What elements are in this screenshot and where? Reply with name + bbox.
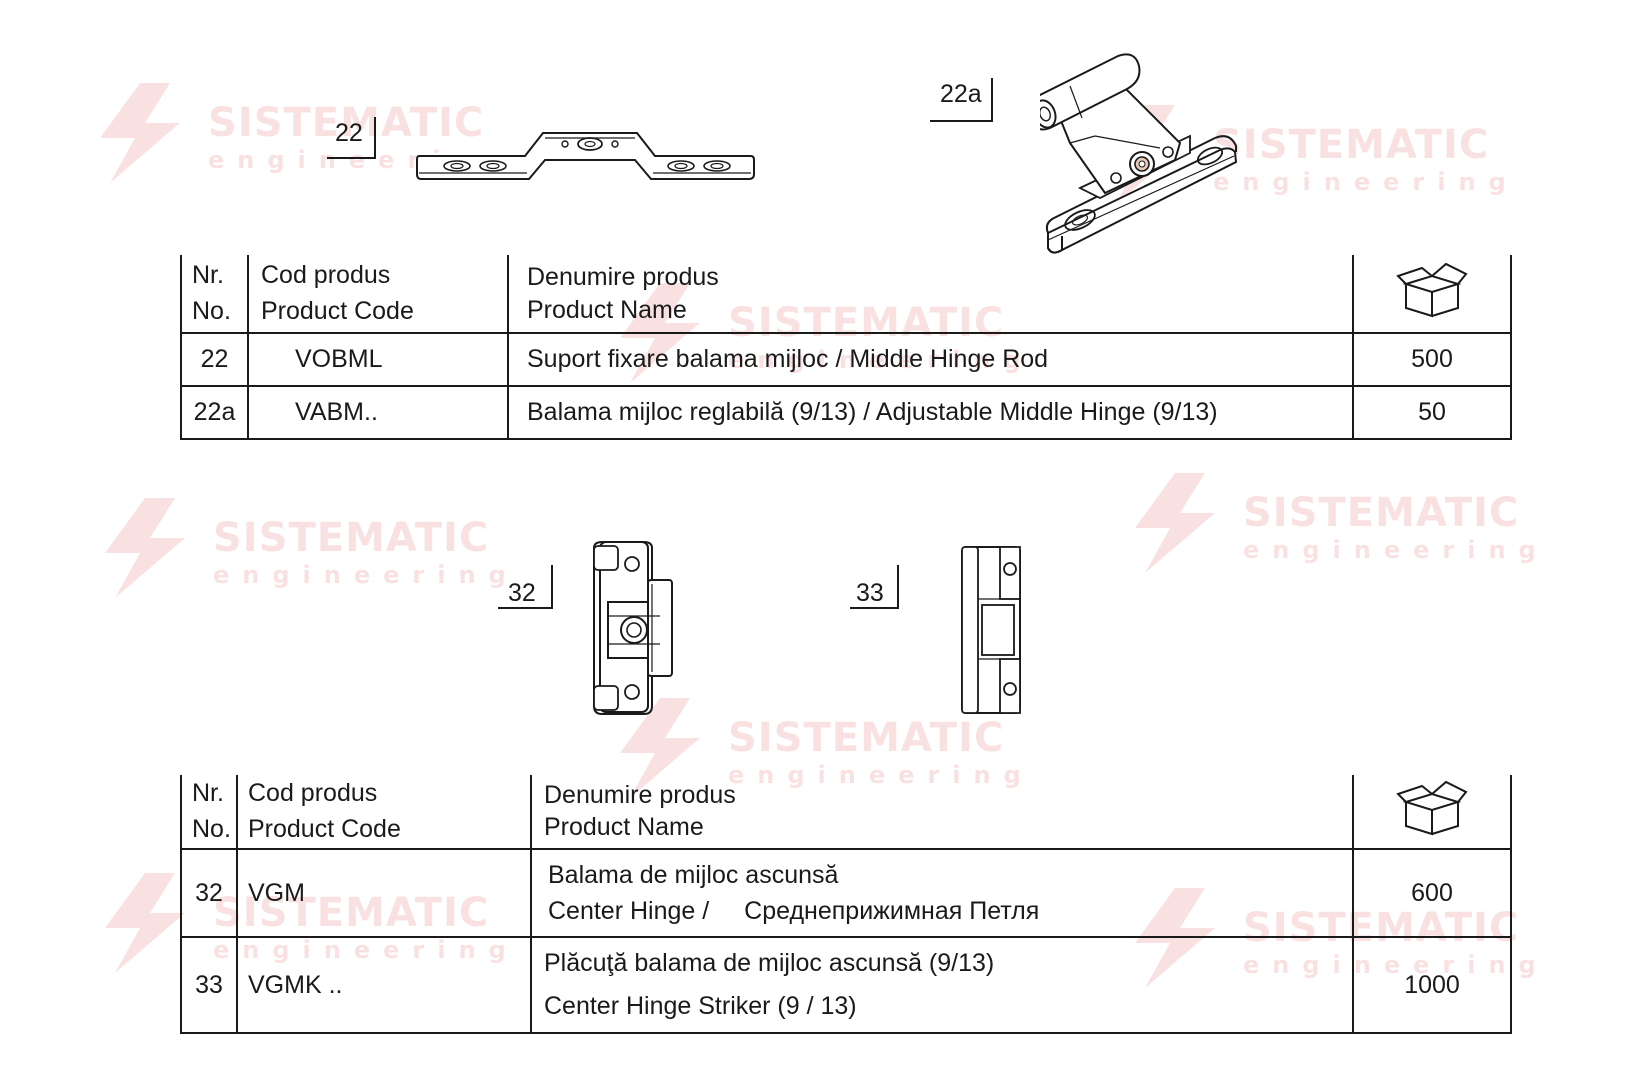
table-header: Nr. No. Cod produs Product Code Denumire…	[180, 775, 1512, 849]
header-name: Denumire produs Product Name	[530, 775, 1354, 849]
watermark-logo-icon	[105, 498, 185, 598]
center-hinge-drawing	[593, 541, 673, 715]
header-code: Cod produs Product Code	[247, 255, 509, 333]
watermark-logo-icon	[1135, 473, 1215, 573]
table-row: 33 VGMK .. Plăcuţă balama de mijloc ascu…	[180, 936, 1512, 1034]
table-row: 22a VABM.. Balama mijloc reglabilă (9/13…	[180, 385, 1512, 440]
adjustable-middle-hinge-drawing	[1040, 53, 1238, 254]
center-hinge-striker-drawing	[961, 546, 1021, 714]
header-code: Cod produs Product Code	[236, 775, 532, 849]
header-quantity	[1352, 775, 1512, 849]
header-nr: Nr. No.	[180, 775, 238, 849]
table-row: 32 VGM Balama de mijloc ascunsă Center H…	[180, 848, 1512, 938]
table-row: 22 VOBML Suport fixare balama mijloc / M…	[180, 332, 1512, 387]
product-table-2: Nr. No. Cod produs Product Code Denumire…	[180, 775, 1512, 1034]
product-table-1: Nr. No. Cod produs Product Code Denumire…	[180, 255, 1512, 440]
watermark-logo-icon	[100, 83, 180, 183]
header-name: Denumire produs Product Name	[507, 255, 1354, 333]
middle-hinge-rod-drawing	[416, 132, 755, 180]
open-box-icon	[1396, 262, 1468, 318]
header-nr: Nr. No.	[180, 255, 249, 333]
header-quantity	[1352, 255, 1512, 333]
open-box-icon	[1396, 780, 1468, 836]
table-header: Nr. No. Cod produs Product Code Denumire…	[180, 255, 1512, 333]
